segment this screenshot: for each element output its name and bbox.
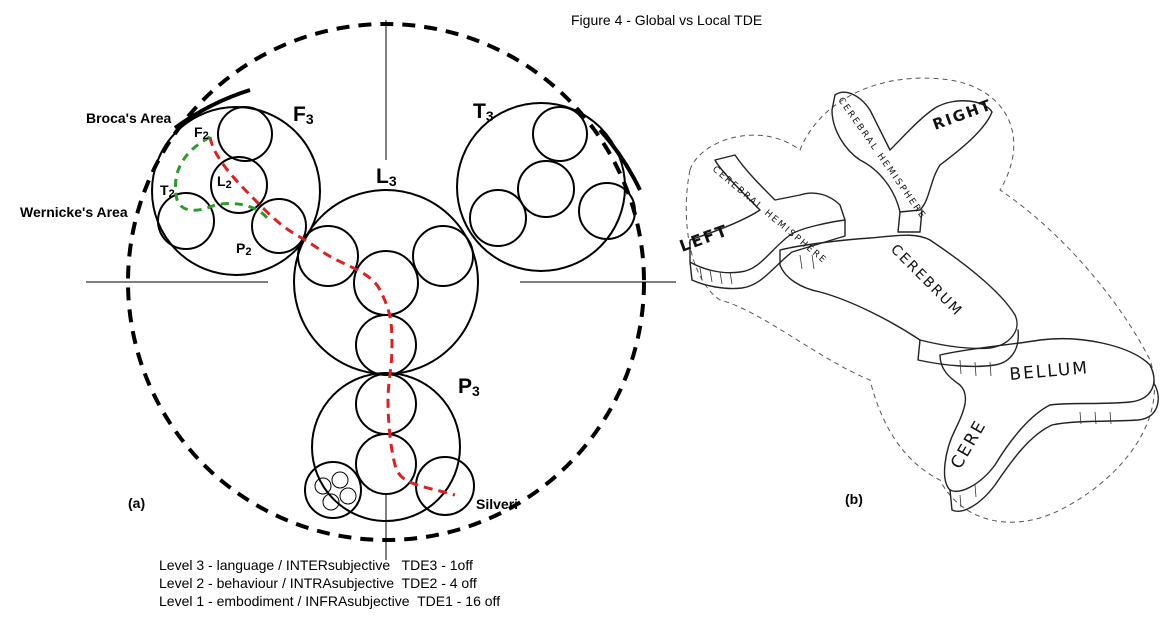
wernickes-area-label: Wernicke's Area <box>20 204 128 220</box>
l2-circle <box>210 156 268 214</box>
l3-sub-center <box>353 250 419 316</box>
right-hemisphere-shape <box>831 91 993 213</box>
cerebrum-side <box>917 329 1019 368</box>
p2-label: P2 <box>236 240 251 258</box>
global-tde-circle <box>126 22 646 542</box>
t3-sub-top <box>532 106 588 162</box>
outer-arc-solid-left <box>173 88 251 130</box>
sketch-label-cerebellum-b: BELLUM <box>1009 358 1090 385</box>
silveri-label: Silveri <box>476 496 518 512</box>
embodiment-circle-2 <box>331 471 349 489</box>
f2-circle <box>217 106 273 162</box>
f3-circle <box>151 106 321 276</box>
outer-arc-solid-right <box>598 128 642 191</box>
p2-circle <box>251 198 307 254</box>
green-dashed-path <box>173 135 272 223</box>
brocas-area-label: Broca's Area <box>86 110 172 126</box>
sketch-hatching <box>699 254 1112 508</box>
l3-sub-bottom <box>355 314 417 376</box>
sketch-label-cerebellum-a: CERE <box>947 416 991 472</box>
f3-group <box>151 106 321 276</box>
l2-label: L2 <box>217 173 232 191</box>
left-hemisphere-side <box>689 219 846 290</box>
figure-title: Figure 4 - Global vs Local TDE <box>571 12 763 28</box>
sketch-outline <box>685 77 1155 523</box>
cerebrum-shape <box>779 234 1018 350</box>
panel-b-label: (b) <box>845 491 863 507</box>
cerebellum-side <box>949 384 1159 512</box>
t2-circle <box>157 192 215 250</box>
sketch-label-cerebral-right: CEREBRAL HEMISPHERE <box>836 96 928 222</box>
l3-sub-right <box>412 225 474 287</box>
l3-label: L3 <box>376 165 397 189</box>
legend-level-2: Level 2 - behaviour / INTRAsubjective TD… <box>159 575 477 591</box>
p3-sub-center <box>355 433 417 495</box>
f2-label: F2 <box>194 124 209 142</box>
l3-circle <box>293 189 479 375</box>
legend-level-3: Level 3 - language / INTERsubjective TDE… <box>159 557 473 573</box>
t2-label: T2 <box>160 182 175 200</box>
sketch-label-cerebral-left: CEREBRAL HEMISPHERE <box>710 165 829 267</box>
embodiment-circle-3 <box>339 487 357 505</box>
l3-sub-left <box>297 225 359 287</box>
panel-b: CEREBRAL HEMISPHERE LEFT CEREBRAL HEMISP… <box>677 77 1159 523</box>
panel-a-label: (a) <box>128 495 145 511</box>
legend-level-1: Level 1 - embodiment / INFRAsubjective T… <box>159 593 501 609</box>
panel-a: F3 T3 L3 P3 F2 L2 T2 P2 Broca's Area Wer… <box>20 20 676 560</box>
embodiment-circle-4 <box>322 493 340 511</box>
t3-sub-right <box>578 182 636 240</box>
sketch-label-left: LEFT <box>677 220 731 255</box>
t3-sub-left <box>469 189 527 247</box>
p3-sub-top <box>355 373 417 435</box>
l3-group <box>293 189 479 376</box>
left-hemisphere-shape <box>689 154 846 274</box>
cerebellum-shape <box>939 338 1155 492</box>
t3-circle <box>456 102 626 272</box>
p3-group <box>304 372 475 522</box>
t3-label: T3 <box>473 100 494 124</box>
t3-sub-center <box>517 160 575 218</box>
t3-group <box>456 102 636 272</box>
p3-label: P3 <box>458 375 480 399</box>
sketch-label-cerebrum: CEREBRUM <box>887 242 965 320</box>
right-hemisphere-stem <box>897 209 923 233</box>
f3-label: F3 <box>293 103 314 127</box>
embodiment-circle-1 <box>314 477 332 495</box>
p3-sub-left <box>304 461 362 519</box>
red-dashed-path <box>208 136 456 497</box>
